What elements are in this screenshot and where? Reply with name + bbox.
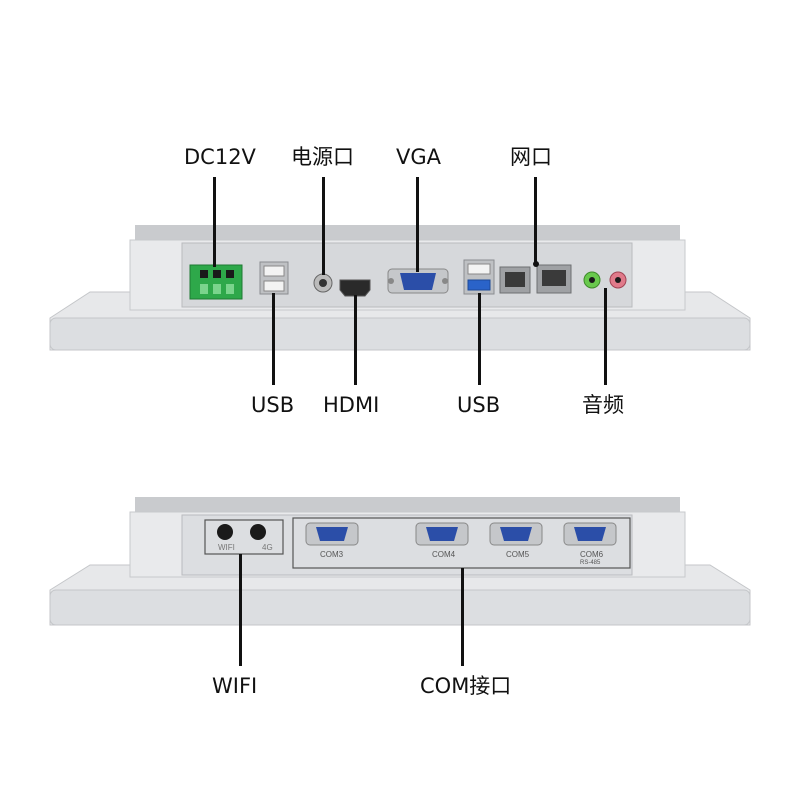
label-hdmi: HDMI [323,393,380,417]
power-port-leader [322,177,325,275]
label-network-port: 网口 [510,145,552,169]
label-power-port: 电源口 [291,145,354,169]
wifi-leader [239,554,242,666]
audio-jacks [583,271,627,289]
com5-port [489,522,543,546]
wifi-printed-tag: WIFI [218,543,235,552]
com4-port [415,522,469,546]
vga-leader [416,177,419,272]
label-dc12v: DC12V [184,145,256,169]
usb-left-leader [272,293,275,385]
com-leader [461,568,464,666]
label-usb-right: USB [457,393,501,417]
bottom-device-body [129,497,686,578]
power-jack [313,273,333,293]
usb-left-ports [259,261,289,295]
com6-port [563,522,617,546]
bottom-device-flange [49,564,751,626]
com6-printed-label: COM6 [580,550,604,559]
network-ports [499,261,572,294]
usb-right-ports [463,259,495,295]
label-com-ports: COM接口 [420,674,512,698]
dc12v-leader [213,177,216,267]
com4-printed-label: COM4 [432,550,456,559]
usb-right-leader [478,293,481,385]
label-audio: 音频 [582,393,624,417]
com3-port [305,522,359,546]
label-vga: VGA [396,145,442,169]
label-wifi: WIFI [212,674,258,698]
network-leader [534,177,537,265]
rs485-printed-label: RS-485 [580,560,601,566]
label-usb-left: USB [251,393,295,417]
dc12v-terminal-block [189,264,243,300]
com5-printed-label: COM5 [506,550,530,559]
hdmi-leader [354,295,357,385]
hdmi-port [339,279,371,297]
com3-printed-label: COM3 [320,550,344,559]
audio-leader [604,288,607,385]
vga-port [387,268,449,294]
antenna-box [204,519,284,555]
4g-printed-tag: 4G [262,543,273,552]
